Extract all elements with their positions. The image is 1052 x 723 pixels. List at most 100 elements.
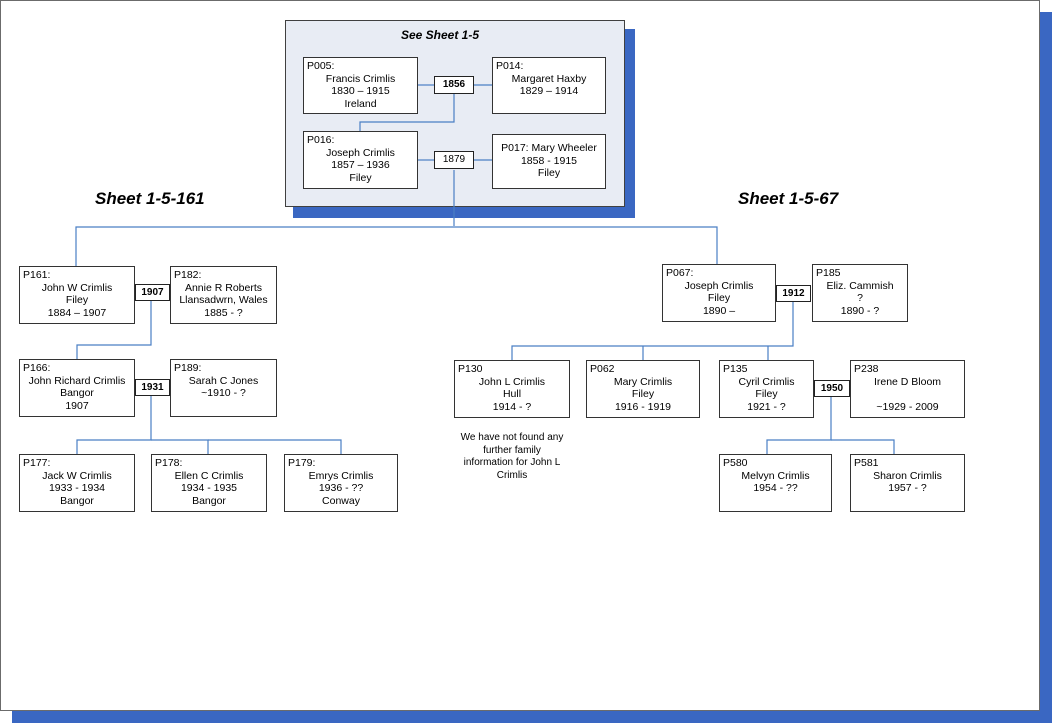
person-code: P177: <box>23 457 51 469</box>
person-name: P017: Mary Wheeler <box>501 142 597 154</box>
person-code: P178: <box>155 457 183 469</box>
person-name: John Richard Crimlis <box>28 374 126 387</box>
person-name: Francis Crimlis <box>325 72 396 85</box>
person-name: Irene D Bloom <box>873 375 942 388</box>
person-name: Ellen C Crimlis <box>174 469 244 482</box>
person-code: P189: <box>174 362 202 374</box>
person-place: Filey <box>631 388 655 400</box>
person-dates: ~1910 - ? <box>201 387 246 399</box>
person-code: P581 <box>854 457 879 469</box>
person-box-p177[interactable]: P177: Jack W Crimlis 1933 - 1934 Bangor <box>19 454 135 512</box>
person-box-p005[interactable]: P005: Francis Crimlis 1830 – 1915 Irelan… <box>303 57 418 114</box>
person-dates: 1907 <box>65 399 89 412</box>
marriage-year-1907: 1907 <box>135 284 170 301</box>
person-place: Filey <box>349 171 372 184</box>
person-name: Joseph Crimlis <box>326 146 395 159</box>
person-place: ? <box>857 292 863 304</box>
person-box-p178[interactable]: P178: Ellen C Crimlis 1934 - 1935 Bangor <box>151 454 267 512</box>
person-place: Filey <box>65 294 89 306</box>
person-box-p067[interactable]: P067: Joseph Crimlis Filey 1890 – <box>662 264 776 322</box>
person-box-p179[interactable]: P179: Emrys Crimlis 1936 - ?? Conway <box>284 454 398 512</box>
person-name: Sharon Crimlis <box>873 469 942 482</box>
person-name: Mary Crimlis <box>613 375 673 388</box>
person-dates: 1829 – 1914 <box>519 85 579 97</box>
person-box-p182[interactable]: P182: Annie R Roberts Llansadwrn, Wales … <box>170 266 277 324</box>
person-dates: 1921 - ? <box>747 400 786 413</box>
person-place: Filey <box>707 292 731 304</box>
person-dates: 1933 - 1934 <box>48 482 106 494</box>
person-dates: 1830 – 1915 <box>331 85 390 97</box>
marriage-year-1931: 1931 <box>135 379 170 396</box>
person-dates: 1884 – 1907 <box>47 306 107 319</box>
person-code: P014: <box>496 60 524 72</box>
person-code: P182: <box>174 269 202 281</box>
person-code: P166: <box>23 362 51 374</box>
person-dates: 1934 - 1935 <box>180 482 238 494</box>
person-dates: 1916 - 1919 <box>614 400 672 413</box>
person-name: John L Crimlis <box>478 375 546 388</box>
person-dates: 1954 - ?? <box>753 482 798 494</box>
person-name: Eliz. Cammish <box>826 279 894 292</box>
note-p130: We have not found any further family inf… <box>460 432 564 481</box>
person-place: Conway <box>322 494 360 507</box>
person-code: P005: <box>307 60 335 72</box>
person-name: John W Crimlis <box>41 281 113 294</box>
person-place: Llansadwrn, Wales <box>179 294 268 306</box>
person-dates: 1885 - ? <box>204 306 243 319</box>
person-place: Hull <box>502 388 522 400</box>
person-code: P161: <box>23 269 51 281</box>
marriage-year-1879: 1879 <box>434 151 474 169</box>
person-code: P238 <box>854 363 879 375</box>
person-dates: 1957 - ? <box>888 482 927 494</box>
person-name: Joseph Crimlis <box>684 279 754 292</box>
person-code: P135 <box>723 363 748 375</box>
person-box-p135[interactable]: P135 Cyril Crimlis Filey 1921 - ? <box>719 360 814 418</box>
person-box-p189[interactable]: P189: Sarah C Jones ~1910 - ? <box>170 359 277 417</box>
person-name: Cyril Crimlis <box>738 375 795 388</box>
sheet-label-right: Sheet 1-5-67 <box>738 189 839 208</box>
person-place: Bangor <box>60 387 94 399</box>
person-place <box>854 388 961 401</box>
person-box-p185[interactable]: P185 Eliz. Cammish ? 1890 - ? <box>812 264 908 322</box>
person-box-p238[interactable]: P238 Irene D Bloom ~1929 - 2009 <box>850 360 965 418</box>
person-box-p017[interactable]: P017: Mary Wheeler 1858 - 1915 Filey <box>492 134 606 189</box>
person-code: P185 <box>816 267 841 279</box>
person-name: Sarah C Jones <box>188 374 259 387</box>
person-dates: ~1929 - 2009 <box>876 400 939 413</box>
person-name: Margaret Haxby <box>511 72 587 85</box>
person-place: Filey <box>755 388 778 400</box>
person-dates: 1936 - ?? <box>318 482 364 494</box>
person-box-p166[interactable]: P166: John Richard Crimlis Bangor 1907 <box>19 359 135 417</box>
person-place: Bangor <box>192 494 226 507</box>
person-place: Bangor <box>60 494 94 507</box>
person-code: P067: <box>666 267 694 279</box>
person-code: P016: <box>307 134 335 146</box>
person-dates: 1890 - ? <box>840 304 880 317</box>
person-box-p130[interactable]: P130 John L Crimlis Hull 1914 - ? <box>454 360 570 418</box>
sheet-label-left: Sheet 1-5-161 <box>95 189 205 208</box>
person-dates: 1914 - ? <box>492 400 532 413</box>
person-code: P179: <box>288 457 316 469</box>
person-box-p062[interactable]: P062 Mary Crimlis Filey 1916 - 1919 <box>586 360 700 418</box>
person-box-p014[interactable]: P014: Margaret Haxby 1829 – 1914 <box>492 57 606 114</box>
person-name: Annie R Roberts <box>184 281 263 294</box>
person-box-p580[interactable]: P580 Melvyn Crimlis 1954 - ?? <box>719 454 832 512</box>
person-code: P062 <box>590 363 615 375</box>
person-name: Melvyn Crimlis <box>741 469 810 482</box>
marriage-year-1950: 1950 <box>814 380 850 397</box>
person-box-p016[interactable]: P016: Joseph Crimlis 1857 – 1936 Filey <box>303 131 418 189</box>
person-place: Ireland <box>344 97 377 110</box>
person-name: Emrys Crimlis <box>308 469 374 482</box>
person-dates: 1890 – <box>702 304 736 317</box>
inset-title: See Sheet 1-5 <box>400 28 480 42</box>
marriage-year-1856: 1856 <box>434 76 474 94</box>
person-box-p161[interactable]: P161: John W Crimlis Filey 1884 – 1907 <box>19 266 135 324</box>
marriage-year-1912: 1912 <box>776 285 811 302</box>
person-dates: 1857 – 1936 <box>331 159 390 171</box>
person-box-p581[interactable]: P581 Sharon Crimlis 1957 - ? <box>850 454 965 512</box>
person-name: Jack W Crimlis <box>42 469 112 482</box>
person-dates: 1858 - 1915 <box>520 154 578 167</box>
person-code: P580 <box>723 457 748 469</box>
person-code: P130 <box>458 363 483 375</box>
